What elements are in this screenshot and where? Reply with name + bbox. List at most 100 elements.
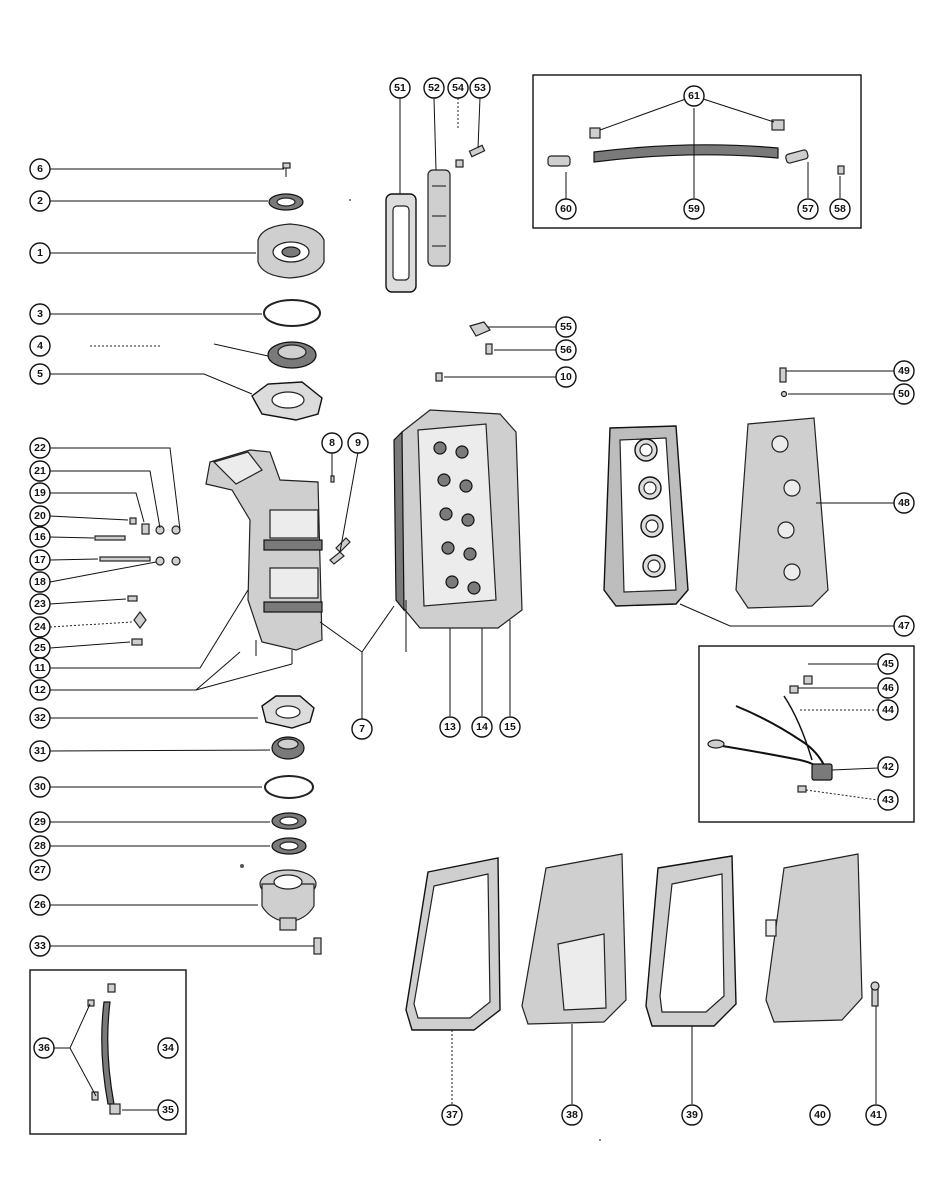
callout-2: 2 — [29, 190, 51, 212]
callout-16: 16 — [29, 526, 51, 548]
svg-text:14: 14 — [476, 721, 488, 733]
callout-61: 61 — [683, 85, 705, 107]
callout-7: 7 — [351, 718, 373, 740]
svg-text:27: 27 — [34, 864, 46, 876]
callout-8: 8 — [321, 432, 343, 454]
svg-text:38: 38 — [566, 1109, 578, 1121]
screw-33 — [313, 937, 322, 955]
screw-6 — [282, 162, 291, 177]
screw-53 — [455, 144, 486, 168]
svg-text:25: 25 — [34, 642, 46, 654]
svg-text:56: 56 — [560, 344, 572, 356]
svg-text:8: 8 — [329, 437, 335, 449]
svg-text:13: 13 — [444, 721, 456, 733]
callout-22: 22 — [29, 437, 51, 459]
wiring-harness-inset-box — [698, 645, 915, 823]
svg-text:57: 57 — [802, 203, 814, 215]
svg-text:3: 3 — [37, 308, 43, 320]
svg-text:12: 12 — [34, 684, 46, 696]
callout-53: 53 — [469, 77, 491, 99]
crankcase-cover — [205, 449, 323, 664]
callout-18: 18 — [29, 571, 51, 593]
svg-text:61: 61 — [688, 90, 700, 102]
callout-1: 1 — [29, 242, 51, 264]
callout-43: 43 — [877, 789, 899, 811]
svg-text:58: 58 — [834, 203, 846, 215]
fitting-55 — [469, 321, 491, 337]
hose-inset-box — [29, 969, 187, 1135]
svg-text:6: 6 — [37, 163, 43, 175]
callout-5: 5 — [29, 363, 51, 385]
svg-text:32: 32 — [34, 712, 46, 724]
callout-48: 48 — [893, 492, 915, 514]
callout-19: 19 — [29, 482, 51, 504]
svg-text:18: 18 — [34, 576, 46, 588]
svg-text:51: 51 — [394, 82, 406, 94]
callout-31: 31 — [29, 740, 51, 762]
gasket-37 — [405, 857, 501, 1031]
callout-30: 30 — [29, 776, 51, 798]
fuel-line-parts — [547, 119, 845, 175]
small-pin-8 — [330, 475, 335, 483]
leader-lines — [49, 95, 900, 1111]
callout-42: 42 — [877, 756, 899, 778]
small-fasteners — [94, 517, 181, 646]
svg-text:22: 22 — [34, 442, 46, 454]
callout-14: 14 — [471, 716, 493, 738]
svg-text:49: 49 — [898, 365, 910, 377]
callout-40: 40 — [809, 1104, 831, 1126]
svg-text:50: 50 — [898, 388, 910, 400]
housing-1 — [257, 223, 325, 279]
svg-text:15: 15 — [504, 721, 516, 733]
cylinder-head-48 — [735, 417, 829, 609]
callout-57: 57 — [797, 198, 819, 220]
callout-59: 59 — [683, 198, 705, 220]
callout-37: 37 — [441, 1104, 463, 1126]
callout-51: 51 — [389, 77, 411, 99]
svg-text:44: 44 — [882, 704, 894, 716]
screw-49 — [779, 367, 787, 383]
callout-13: 13 — [439, 716, 461, 738]
svg-text:4: 4 — [37, 340, 43, 352]
callout-23: 23 — [29, 593, 51, 615]
callout-35: 35 — [157, 1099, 179, 1121]
svg-text:24: 24 — [34, 621, 46, 633]
callout-39: 39 — [681, 1104, 703, 1126]
svg-text:29: 29 — [34, 816, 46, 828]
svg-text:30: 30 — [34, 781, 46, 793]
callout-4: 4 — [29, 335, 51, 357]
callout-52: 52 — [423, 77, 445, 99]
callout-33: 33 — [29, 935, 51, 957]
callout-9: 9 — [347, 432, 369, 454]
svg-text:10: 10 — [560, 371, 572, 383]
svg-text:59: 59 — [688, 203, 700, 215]
end-cap-26 — [259, 869, 317, 931]
svg-text:53: 53 — [474, 82, 486, 94]
callout-46: 46 — [877, 677, 899, 699]
svg-text:36: 36 — [38, 1042, 50, 1054]
callout-24: 24 — [29, 616, 51, 638]
callout-38: 38 — [561, 1104, 583, 1126]
hose-inset-parts — [87, 983, 121, 1115]
svg-text:7: 7 — [359, 723, 365, 735]
callout-28: 28 — [29, 835, 51, 857]
callout-11: 11 — [29, 657, 51, 679]
svg-text:9: 9 — [355, 437, 361, 449]
o-ring-30 — [264, 775, 314, 799]
svg-text:16: 16 — [34, 531, 46, 543]
callout-17: 17 — [29, 549, 51, 571]
callout-47: 47 — [893, 615, 915, 637]
washer-56 — [485, 343, 493, 355]
plug-10 — [435, 372, 443, 382]
svg-text:5: 5 — [37, 368, 43, 380]
svg-text:17: 17 — [34, 554, 46, 566]
svg-text:46: 46 — [882, 682, 894, 694]
svg-text:20: 20 — [34, 510, 46, 522]
svg-text:41: 41 — [870, 1109, 882, 1121]
svg-text:1: 1 — [37, 247, 43, 259]
callout-20: 20 — [29, 505, 51, 527]
bearing-31 — [271, 736, 305, 760]
cover-40 — [765, 853, 863, 1023]
callout-3: 3 — [29, 303, 51, 325]
